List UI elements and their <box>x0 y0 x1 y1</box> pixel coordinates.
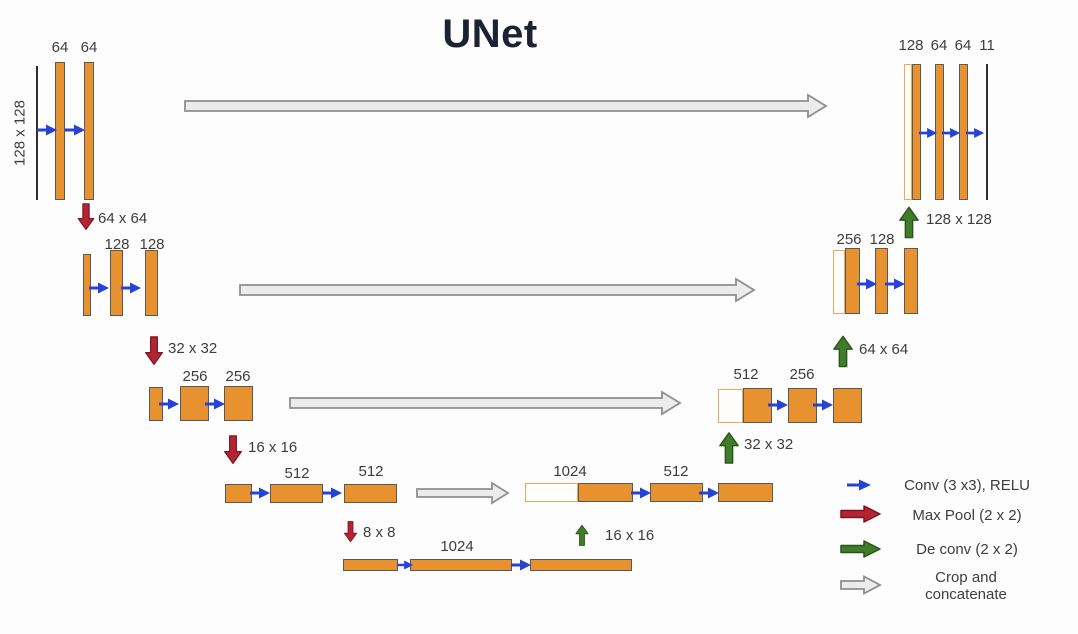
dec1-cropped-map <box>904 64 912 200</box>
enc4-feature-map-2 <box>344 484 397 503</box>
legend-conv-label: Conv (3 x3), RELU <box>904 477 1030 494</box>
enc4-feature-map-0 <box>225 484 252 503</box>
crop-arrow-icon <box>416 481 510 505</box>
enc4-ch1-label: 512 <box>284 465 310 482</box>
enc3-ch2-label: 256 <box>225 368 251 385</box>
deconv-arrow-icon <box>899 206 919 239</box>
conv-arrow-icon <box>37 124 57 136</box>
conv-arrow-icon <box>699 487 719 499</box>
conv-arrow-icon <box>941 128 961 138</box>
conv-arrow-icon <box>813 399 833 411</box>
conv-arrow-icon <box>511 559 531 571</box>
maxpool-arrow-icon <box>77 203 95 231</box>
conv-arrow-icon <box>768 399 788 411</box>
enc2-ch1-label: 128 <box>104 236 130 253</box>
dec3-ch-label: 256 <box>789 366 815 383</box>
enc2-feature-map-1 <box>110 250 123 316</box>
deconv-arrow-icon <box>833 335 853 368</box>
conv-arrow-icon <box>965 128 985 138</box>
enc1-feature-map-1 <box>55 62 65 200</box>
dec3-feature-map-1 <box>788 388 817 423</box>
dec1-concat-ch-label: 128 <box>898 37 924 54</box>
dec3-up-size-label: 64 x 64 <box>859 341 909 358</box>
bottleneck-up-size-label: 16 x 16 <box>605 527 655 544</box>
input-image-line <box>36 66 38 200</box>
conv-arrow-icon <box>631 487 651 499</box>
output-map-line <box>986 64 988 200</box>
legend-maxpool-arrow-icon <box>840 505 881 523</box>
dec1-ch2-label: 64 <box>954 37 972 54</box>
bottleneck-ch-label: 1024 <box>440 538 474 555</box>
enc2-pool-size-label: 32 x 32 <box>168 340 218 357</box>
bottleneck-feature-map-2 <box>530 559 632 571</box>
dec3-concat-ch-label: 512 <box>733 366 759 383</box>
dec2-feature-map-1 <box>875 248 888 314</box>
enc2-feature-map-2 <box>145 250 158 316</box>
legend-crop-label: Crop and concatenate <box>925 569 1007 603</box>
dec2-up-size-label: 128 x 128 <box>926 211 992 228</box>
enc4-ch2-label: 512 <box>358 463 384 480</box>
dec1-out-ch-label: 11 <box>979 37 995 54</box>
deconv-arrow-icon <box>575 524 589 546</box>
crop-arrow-icon <box>289 390 682 416</box>
conv-arrow-icon <box>396 560 414 570</box>
conv-arrow-icon <box>205 398 225 410</box>
dec3-feature-map-0 <box>743 388 772 423</box>
dec1-ch1-label: 64 <box>930 37 948 54</box>
conv-arrow-icon <box>121 282 141 294</box>
enc3-pool-size-label: 16 x 16 <box>248 439 298 456</box>
conv-arrow-icon <box>159 398 179 410</box>
deconv-arrow-icon <box>719 432 739 464</box>
legend-deconv-label: De conv (2 x 2) <box>916 541 1018 558</box>
conv-arrow-icon <box>65 124 85 136</box>
legend-crop-arrow-icon <box>840 575 882 595</box>
dec3-cropped-map <box>718 389 743 423</box>
enc4-pool-size-label: 8 x 8 <box>363 524 396 541</box>
crop-arrow-icon <box>184 93 828 119</box>
maxpool-arrow-icon <box>343 521 358 543</box>
dec4-feature-map-2 <box>718 483 773 502</box>
conv-arrow-icon <box>857 278 877 290</box>
enc3-feature-map-2 <box>224 386 253 421</box>
dec4-feature-map-1 <box>650 483 703 502</box>
input-size-label: 128 x 128 <box>11 100 29 166</box>
dec4-up-size-label: 32 x 32 <box>744 436 794 453</box>
enc2-feature-map-0 <box>83 254 91 316</box>
conv-arrow-icon <box>885 278 905 290</box>
dec4-cropped-map <box>525 483 578 502</box>
enc4-feature-map-1 <box>270 484 323 503</box>
conv-arrow-icon <box>250 487 270 499</box>
dec2-cropped-map <box>833 250 845 314</box>
bottleneck-feature-map-1 <box>410 559 512 571</box>
conv-arrow-icon <box>89 282 109 294</box>
conv-arrow-icon <box>918 128 938 138</box>
legend-deconv-arrow-icon <box>840 540 881 558</box>
conv-arrow-icon <box>322 487 342 499</box>
enc2-ch2-label: 128 <box>139 236 165 253</box>
page-title: UNet <box>442 12 538 56</box>
dec4-ch-label: 512 <box>663 463 689 480</box>
legend-conv-arrow-icon <box>847 479 871 491</box>
legend-maxpool-label: Max Pool (2 x 2) <box>912 507 1022 524</box>
maxpool-arrow-icon <box>224 435 242 464</box>
dec2-feature-map-2 <box>904 248 918 314</box>
enc1-feature-map-2 <box>84 62 94 200</box>
bottleneck-feature-map-0 <box>343 559 398 571</box>
maxpool-arrow-icon <box>145 336 163 365</box>
dec2-concat-ch-label: 256 <box>836 231 862 248</box>
enc1-ch2-label: 64 <box>80 39 98 56</box>
enc1-ch1-label: 64 <box>51 39 69 56</box>
dec4-concat-ch-label: 1024 <box>553 463 587 480</box>
dec3-feature-map-2 <box>833 388 862 423</box>
enc1-pool-size-label: 64 x 64 <box>98 210 148 227</box>
enc3-ch1-label: 256 <box>182 368 208 385</box>
dec2-feature-map-0 <box>845 248 860 314</box>
crop-arrow-icon <box>239 277 756 303</box>
dec4-feature-map-0 <box>578 483 633 502</box>
dec2-ch-label: 128 <box>869 231 895 248</box>
